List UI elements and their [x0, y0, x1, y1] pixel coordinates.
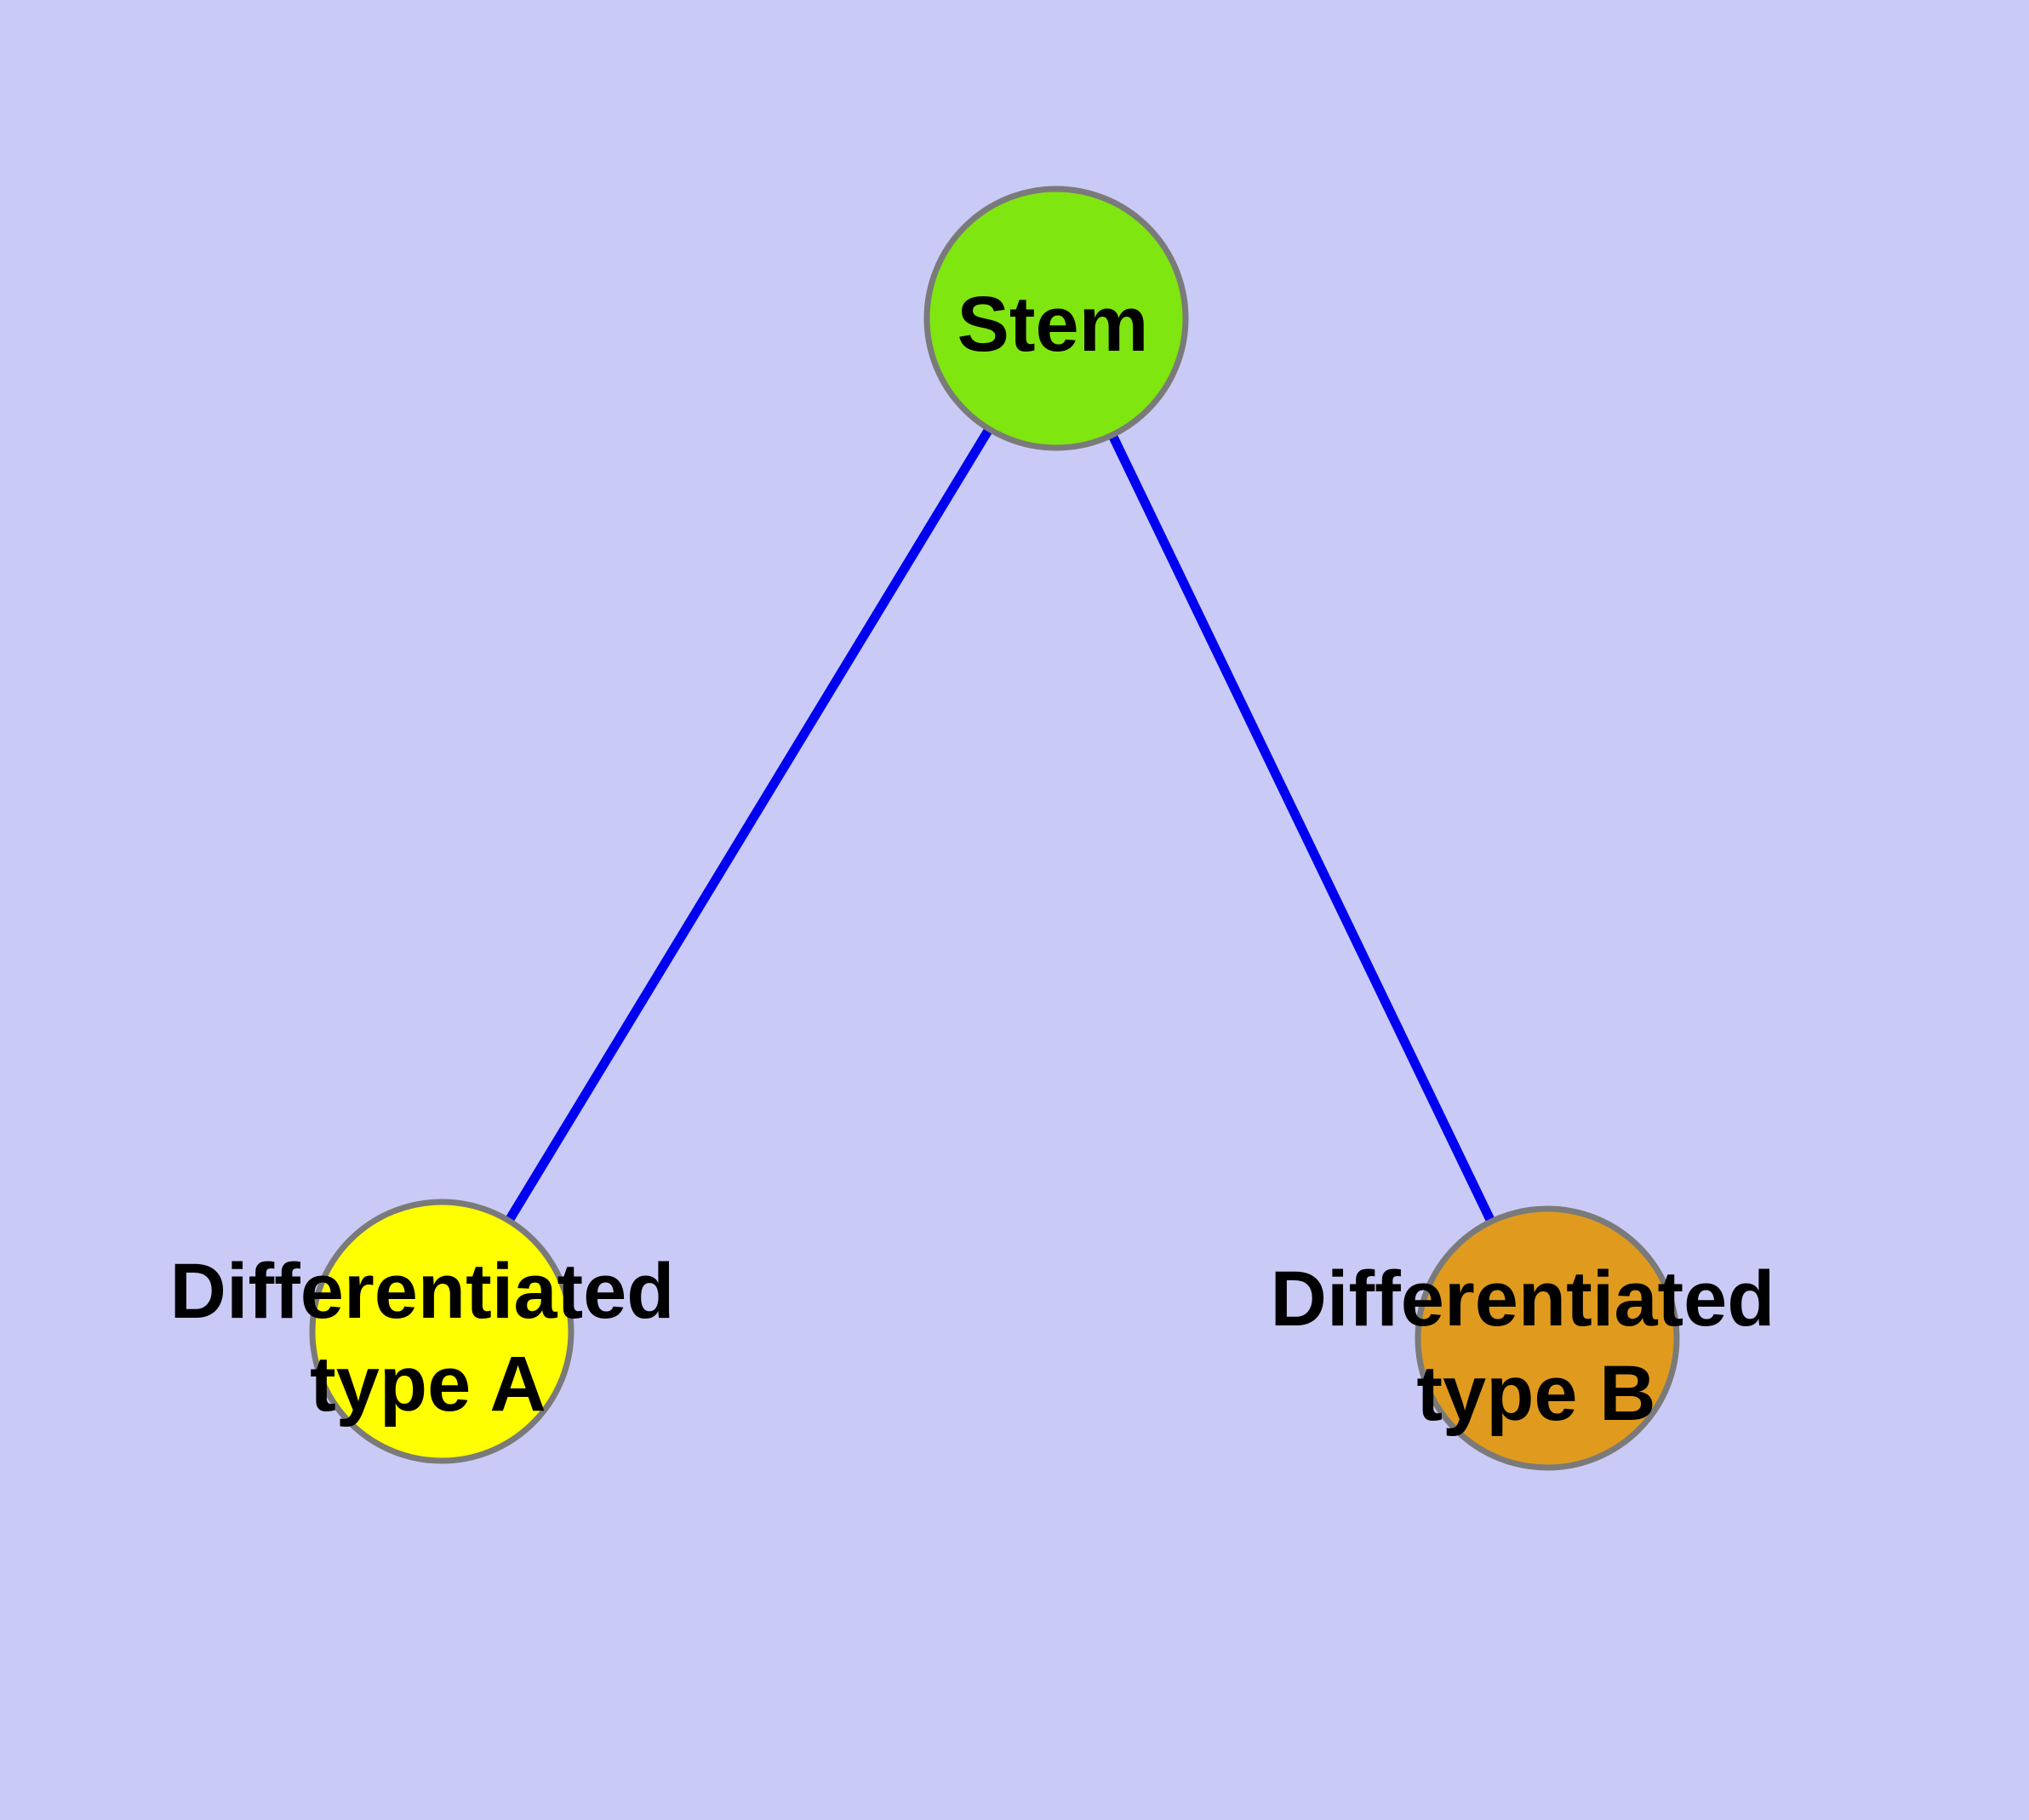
edge-stem-to-type-a	[437, 316, 1060, 1334]
node-type-b-circle[interactable]	[1415, 1205, 1680, 1471]
node-type-b-label-line2: type B	[1416, 1350, 1655, 1437]
node-stem[interactable]: Stem	[923, 186, 1189, 451]
node-stem-label: Stem	[957, 281, 1149, 368]
node-type-a-label-line2: type A	[310, 1341, 546, 1428]
edge-stem-to-type-b	[1052, 316, 1552, 1341]
node-type-a-circle[interactable]	[309, 1199, 574, 1464]
node-type-a-label-line1: Differentiated	[170, 1248, 675, 1335]
node-differentiated-type-b[interactable]: Differentiated type B	[1271, 1205, 1775, 1471]
node-stem-circle[interactable]	[923, 186, 1189, 451]
node-differentiated-type-a[interactable]: Differentiated type A	[170, 1199, 675, 1464]
node-type-b-label-line1: Differentiated	[1271, 1256, 1775, 1342]
